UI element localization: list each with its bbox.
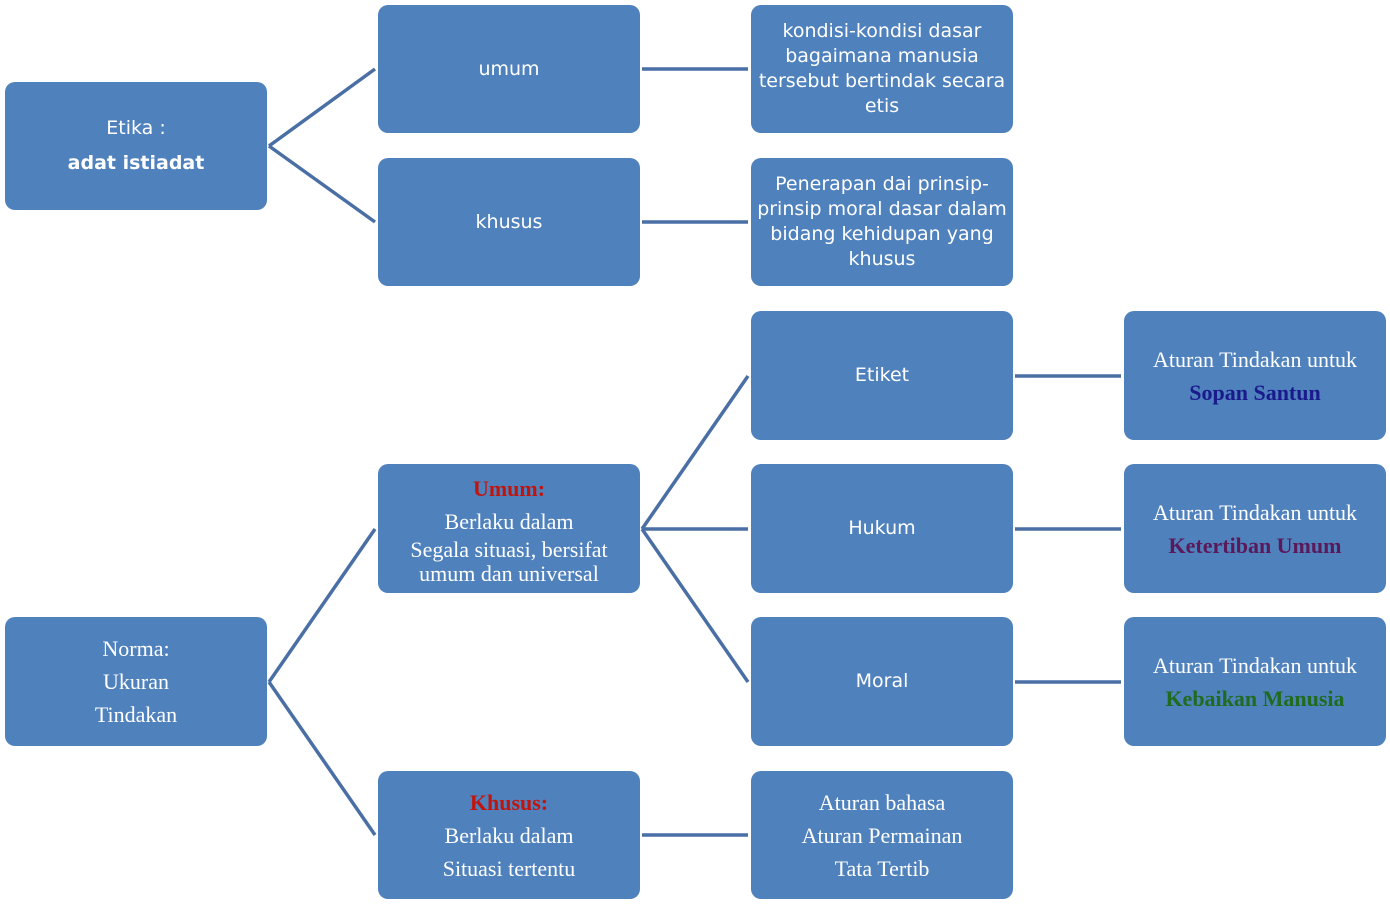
norma-khusus-title: Khusus: bbox=[469, 789, 549, 815]
etiket-rule-target: Sopan Santun bbox=[1189, 379, 1321, 405]
norma-root-box: Norma: Ukuran Tindakan bbox=[5, 617, 267, 746]
etika-khusus-desc: Penerapan dai prinsip-prinsip moral dasa… bbox=[757, 173, 1007, 270]
hukum-rule-prefix: Aturan Tindakan untuk bbox=[1152, 499, 1358, 525]
connector-umum-moral bbox=[640, 528, 750, 683]
connector-norma-umum bbox=[267, 528, 377, 683]
moral-rule-target: Kebaikan Manusia bbox=[1165, 685, 1345, 711]
hukum-rule-box: Aturan Tindakan untuk Ketertiban Umum bbox=[1124, 464, 1386, 593]
norma-khusus-example-3: Tata Tertib bbox=[834, 855, 930, 881]
norma-type-etiket-box: Etiket bbox=[751, 311, 1013, 440]
norma-umum-line1: Berlaku dalam bbox=[444, 508, 574, 534]
norma-umum-box: Umum: Berlaku dalam Segala situasi, bers… bbox=[378, 464, 640, 593]
norma-khusus-line2: Situasi tertentu bbox=[442, 855, 576, 881]
etiket-rule-prefix: Aturan Tindakan untuk bbox=[1152, 346, 1358, 372]
etika-umum-box: umum bbox=[378, 5, 640, 133]
norma-root-line1: Norma: bbox=[102, 636, 170, 661]
etika-khusus-desc-box: Penerapan dai prinsip-prinsip moral dasa… bbox=[751, 158, 1013, 286]
connector-etika-khusus bbox=[267, 144, 377, 224]
norma-umum-title: Umum: bbox=[472, 475, 546, 501]
etika-umum-desc-box: kondisi-kondisi dasar bagaimana manusia … bbox=[751, 5, 1013, 133]
norma-umum-line2: Segala situasi, bersifat umum dan univer… bbox=[410, 536, 608, 586]
norma-type-hukum-label: Hukum bbox=[848, 517, 916, 539]
connector-etika-umum bbox=[267, 67, 377, 148]
connector-umum-etiket bbox=[640, 375, 750, 530]
norma-khusus-line1: Berlaku dalam bbox=[444, 822, 574, 848]
norma-type-moral-label: Moral bbox=[855, 670, 909, 692]
hukum-rule-target: Ketertiban Umum bbox=[1168, 532, 1342, 558]
etika-umum-label: umum bbox=[478, 57, 540, 80]
etika-root-box: Etika : adat istiadat bbox=[5, 82, 267, 210]
norma-root-line2: Ukuran bbox=[103, 669, 169, 694]
norma-type-hukum-box: Hukum bbox=[751, 464, 1013, 593]
norma-root-line3: Tindakan bbox=[94, 702, 178, 727]
connector-norma-khusus bbox=[267, 681, 377, 836]
etiket-rule-box: Aturan Tindakan untuk Sopan Santun bbox=[1124, 311, 1386, 440]
norma-type-etiket-label: Etiket bbox=[854, 364, 910, 386]
norma-khusus-example-1: Aturan bahasa bbox=[818, 789, 946, 815]
norma-khusus-box: Khusus: Berlaku dalam Situasi tertentu bbox=[378, 771, 640, 899]
etika-khusus-box: khusus bbox=[378, 158, 640, 286]
etika-khusus-label: khusus bbox=[475, 210, 543, 233]
moral-rule-prefix: Aturan Tindakan untuk bbox=[1152, 652, 1358, 678]
etika-umum-desc: kondisi-kondisi dasar bagaimana manusia … bbox=[758, 20, 1006, 117]
etika-root-line1: Etika : bbox=[106, 117, 166, 139]
moral-rule-box: Aturan Tindakan untuk Kebaikan Manusia bbox=[1124, 617, 1386, 746]
norma-type-moral-box: Moral bbox=[751, 617, 1013, 746]
norma-khusus-example-2: Aturan Permainan bbox=[801, 822, 963, 848]
norma-khusus-examples-box: Aturan bahasa Aturan Permainan Tata Tert… bbox=[751, 771, 1013, 899]
etika-root-line2: adat istiadat bbox=[67, 152, 205, 174]
